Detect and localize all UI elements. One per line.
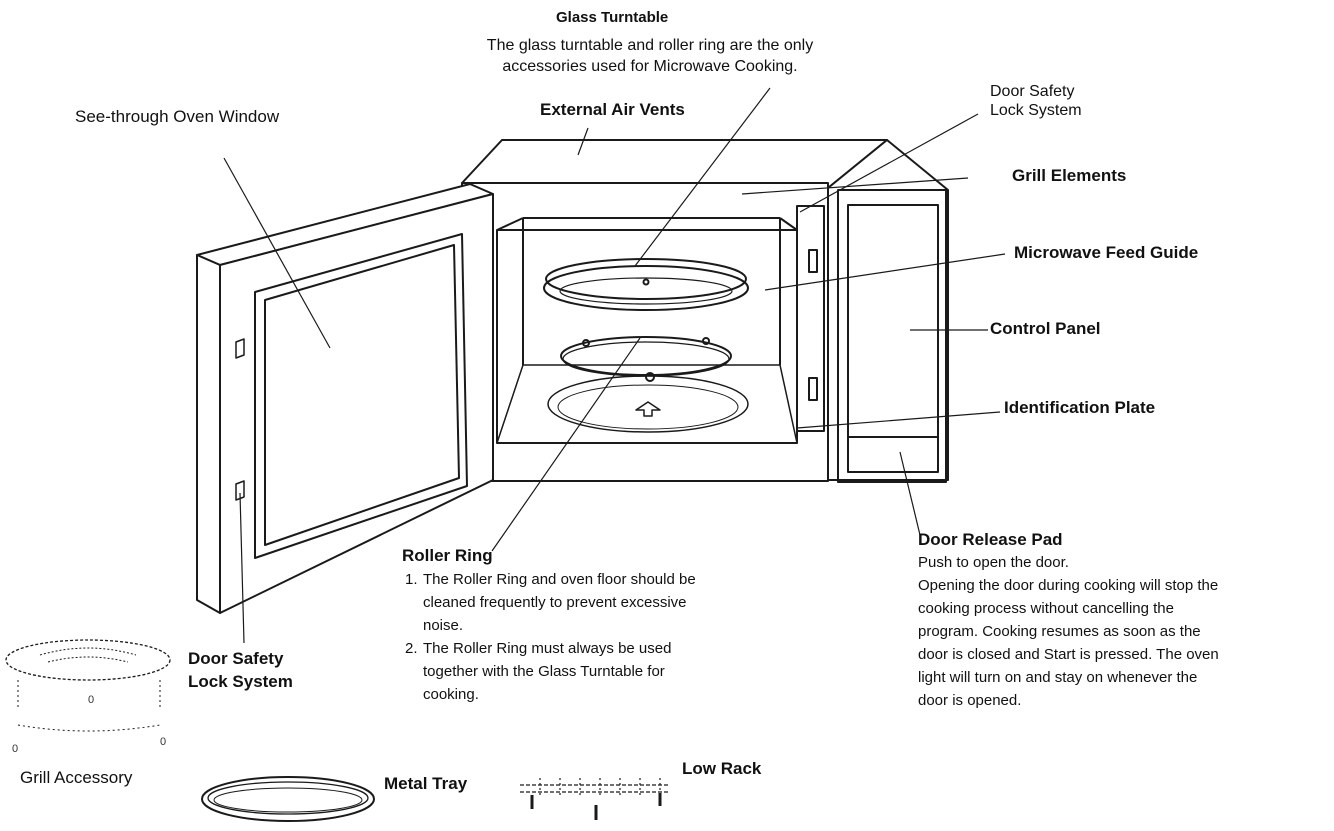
svg-text:0: 0	[12, 743, 18, 755]
label-glass-turntable: Glass Turntable	[556, 9, 669, 26]
oven-body	[461, 139, 949, 483]
grill-accessory: 0 0 0	[5, 639, 171, 755]
label-external-air-vents: External Air Vents	[540, 100, 685, 119]
label-door-release-pad: Door Release Pad	[918, 530, 1063, 549]
roller-ring-note-2: 2. The Roller Ring must always be used t…	[405, 640, 672, 703]
label-grill-accessory: Grill Accessory	[20, 768, 133, 787]
turntable	[543, 258, 749, 311]
low-rack	[520, 778, 670, 820]
label-grill-elements: Grill Elements	[1012, 166, 1127, 185]
label-roller-ring: Roller Ring	[402, 546, 493, 565]
label-door-safety-lock-top: Door Safety Lock System	[990, 83, 1082, 119]
label-low-rack: Low Rack	[682, 759, 762, 778]
roller-ring	[547, 336, 749, 433]
label-microwave-feed-guide: Microwave Feed Guide	[1014, 243, 1199, 262]
label-identification-plate: Identification Plate	[1004, 398, 1156, 417]
oven-door	[196, 183, 494, 614]
svg-text:0: 0	[88, 694, 94, 706]
svg-text:0: 0	[160, 736, 166, 748]
metal-tray	[201, 776, 375, 822]
label-see-through-window: See-through Oven Window	[75, 107, 280, 126]
leader-lines	[223, 87, 1006, 644]
note-door-release-pad: Push to open the door. Opening the door …	[918, 554, 1219, 709]
label-door-safety-lock-bottom: Door Safety Lock System	[188, 649, 293, 691]
notes-roller-ring: 1. The Roller Ring and oven floor should…	[405, 568, 696, 706]
label-control-panel: Control Panel	[990, 319, 1101, 338]
roller-ring-note-1: 1. The Roller Ring and oven floor should…	[405, 571, 696, 634]
label-metal-tray: Metal Tray	[384, 774, 468, 793]
note-glass-turntable: The glass turntable and roller ring are …	[486, 37, 814, 75]
